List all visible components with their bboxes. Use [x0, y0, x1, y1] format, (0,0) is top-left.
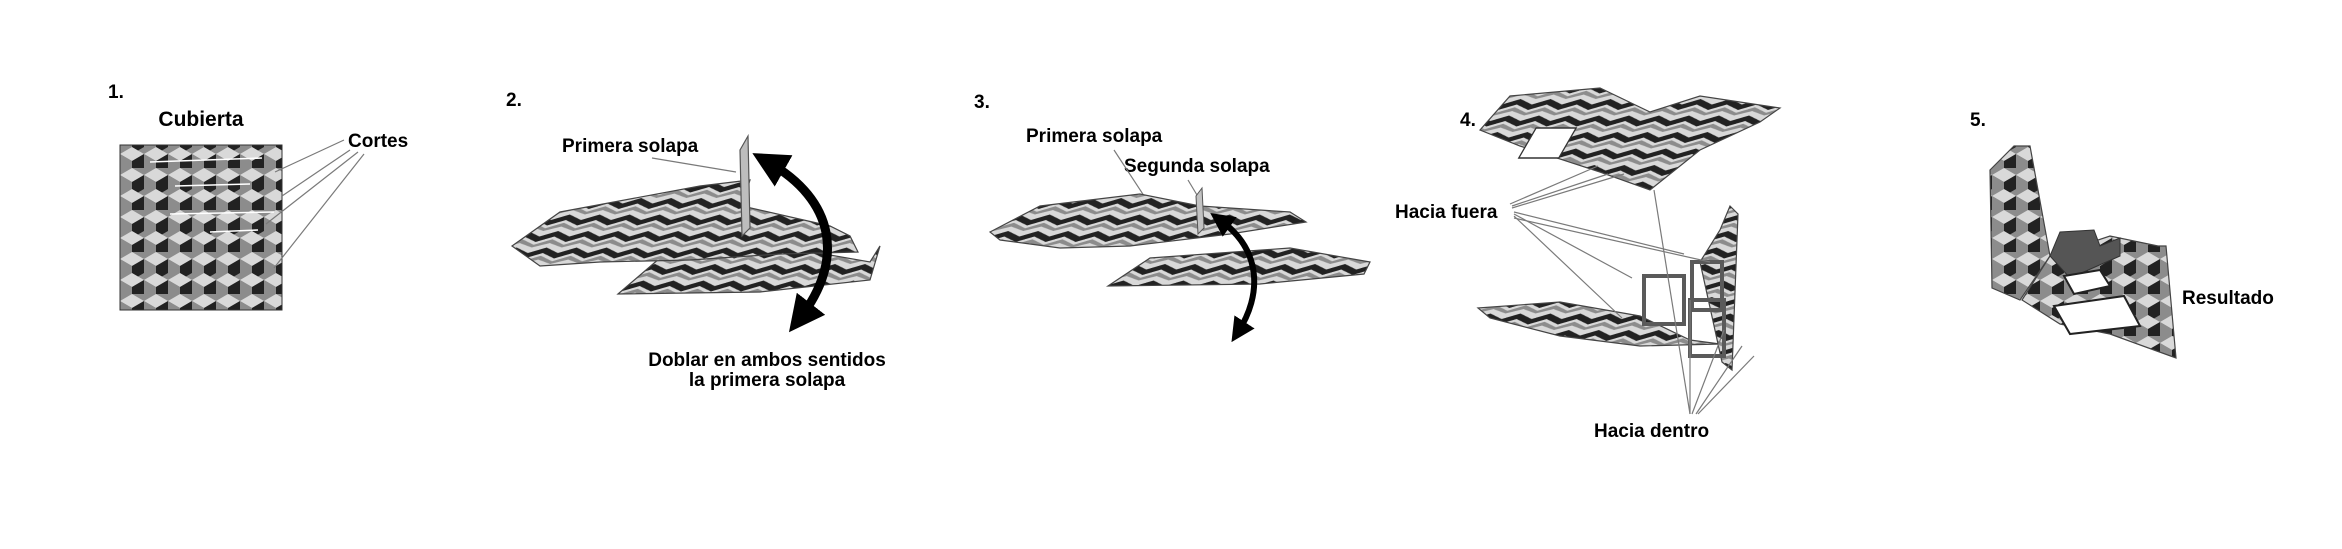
step-4-top-opening	[1517, 127, 1578, 159]
step-4-callout-in: Hacia dentro	[1594, 421, 1709, 442]
step-5: 5. Resultado	[1970, 110, 2274, 359]
step-2-first-flap	[739, 133, 751, 238]
step-1-number: 1.	[108, 82, 124, 103]
step-1-title: Cubierta	[158, 108, 244, 131]
step-4-number: 4.	[1460, 110, 1476, 131]
double-arrow-icon	[752, 153, 832, 333]
cover-sheet	[119, 144, 283, 311]
step-4-in-leaders	[1653, 189, 1755, 415]
step-2-number: 2.	[506, 90, 522, 111]
step-3-callout2: Segunda solapa	[1124, 156, 1270, 177]
step-4: 4. Hacia fuera Hacia dentro	[1395, 87, 1782, 442]
step-5-callout: Resultado	[2182, 288, 2274, 309]
step-4-top-sheet	[1478, 87, 1782, 191]
step-4-callout-out: Hacia fuera	[1395, 202, 1498, 223]
double-arrow-icon	[1210, 213, 1258, 343]
step-3-upper-sheet	[988, 193, 1308, 249]
step-1-callout: Cortes	[348, 131, 408, 152]
step-2-callout: Primera solapa	[562, 136, 699, 157]
step-5-number: 5.	[1970, 110, 1986, 131]
step-2-caption-line2: la primera solapa	[689, 370, 846, 391]
step-3-second-flap	[1195, 186, 1205, 236]
step-2-caption-line1: Doblar en ambos sentidos	[648, 350, 886, 371]
step-3-number: 3.	[974, 92, 990, 113]
step-5-opening-upper	[2062, 268, 2112, 296]
step-3: 3. Primera solapa Segunda solapa	[974, 92, 1371, 343]
step-3-lower-sheet	[1105, 247, 1371, 287]
step-4-out-leaders	[1509, 165, 1711, 319]
step-3-callout1: Primera solapa	[1026, 126, 1163, 147]
step-1: 1. Cubierta Cortes	[108, 82, 408, 311]
step-2: 2. Primera solapa Doblar en ambos sentid…	[506, 90, 886, 391]
step-4-right-sheet	[1699, 204, 1739, 372]
cut-lines	[149, 157, 275, 233]
step-1-leaders	[265, 139, 365, 269]
step-5-opening-lower	[2052, 294, 2142, 336]
